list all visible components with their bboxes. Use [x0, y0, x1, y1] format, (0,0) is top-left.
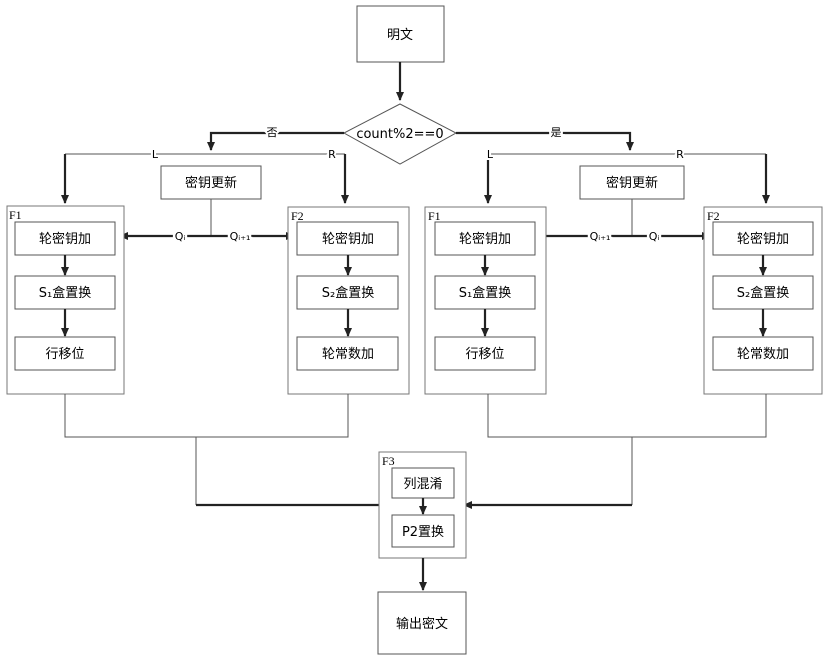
key-update-label-right: 密钥更新 — [606, 175, 658, 191]
yes-label: 是 — [551, 126, 562, 139]
left-R-label: R — [328, 148, 336, 161]
no-label: 否 — [267, 126, 278, 139]
shift-rows-f1-left-label: 行移位 — [45, 347, 84, 362]
round-key-add-f1-right-label: 轮密钥加 — [459, 231, 511, 247]
left-L-label: L — [152, 148, 159, 161]
mix-columns-label: 列混淆 — [403, 477, 442, 492]
s1-box-f1-right-label: S₁盒置换 — [459, 285, 511, 301]
round-key-add-f2-right-label: 轮密钥加 — [737, 231, 789, 247]
left-qi1-label: Qᵢ₊₁ — [230, 230, 251, 243]
panel-f2-left-label: F2 — [291, 209, 304, 223]
s2-box-f2-left-label: S₂盒置换 — [322, 285, 374, 301]
panel-f3-label: F3 — [382, 454, 395, 468]
panel-f2-right-label: F2 — [707, 209, 720, 223]
round-key-add-f2-left-label: 轮密钥加 — [322, 231, 374, 247]
right-L-label: L — [487, 148, 494, 161]
right-qi1-label: Qᵢ₊₁ — [590, 230, 611, 243]
round-const-add-f2-right-label: 轮常数加 — [737, 347, 789, 362]
round-const-add-f2-left-label: 轮常数加 — [322, 347, 374, 362]
left-qi-label: Qᵢ — [175, 230, 186, 243]
s2-box-f2-right-label: S₂盒置换 — [737, 285, 789, 301]
merge-right-line — [488, 394, 766, 437]
shift-rows-f1-right-label: 行移位 — [465, 347, 504, 362]
panel-f1-right-label: F1 — [428, 209, 441, 223]
s1-box-f1-left-label: S₁盒置换 — [39, 285, 91, 301]
arrow-no-branch — [211, 133, 344, 150]
key-update-label-left: 密钥更新 — [185, 175, 237, 191]
right-qi-label: Qᵢ — [649, 230, 660, 243]
arrow-yes-branch — [456, 133, 630, 150]
round-key-add-f1-left-label: 轮密钥加 — [39, 231, 91, 247]
p2-perm-label: P2置换 — [402, 525, 444, 540]
right-R-label: R — [676, 148, 684, 161]
decision-label: count%2==0 — [356, 127, 443, 142]
ciphertext-label: 输出密文 — [396, 616, 448, 632]
panel-f1-left-label: F1 — [9, 208, 22, 222]
plaintext-label: 明文 — [387, 28, 413, 43]
merge-left-line — [65, 394, 348, 437]
